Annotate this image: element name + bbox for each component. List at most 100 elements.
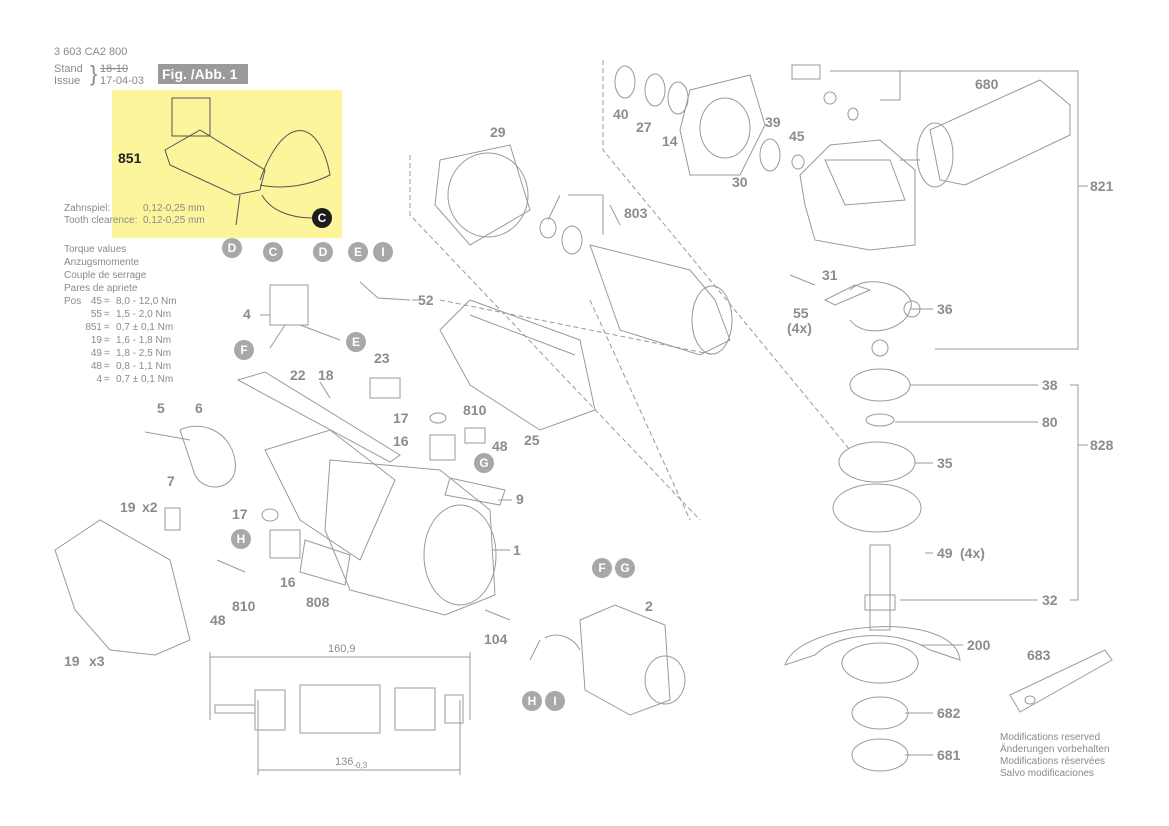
callout-828: 828 — [1090, 437, 1114, 453]
callout-681: 681 — [937, 747, 961, 763]
callout-851: 851 — [118, 150, 142, 166]
callout-30: 30 — [732, 174, 748, 190]
callout-38: 38 — [1042, 377, 1058, 393]
torque-pos: 45 — [90, 296, 102, 307]
torque-eq: = — [104, 296, 110, 307]
callout-49-qty: (4x) — [960, 545, 985, 561]
marker-g-mid: G — [474, 453, 494, 473]
callout-48-lower: 48 — [210, 612, 226, 628]
footer-line: Modifications réservées — [1000, 756, 1106, 767]
marker-g: G — [615, 558, 635, 578]
marker-i: I — [545, 691, 565, 711]
callout-19-lower: 19 — [64, 653, 80, 669]
callout-810-lower: 810 — [232, 598, 256, 614]
callout-6: 6 — [195, 400, 203, 416]
callout-16-upper: 16 — [393, 433, 409, 449]
callout-682: 682 — [937, 705, 961, 721]
torque-pos: 19 — [90, 335, 102, 346]
callout-1: 1 — [513, 542, 521, 558]
torque-pos: 49 — [90, 348, 102, 359]
tooth-clearance-de-label: Zahnspiel: — [64, 203, 111, 214]
callout-55: 55 — [793, 305, 809, 321]
marker-c-highlight: C — [312, 208, 332, 228]
torque-title: Torque values — [64, 244, 127, 255]
callout-80: 80 — [1042, 414, 1058, 430]
marker-i-top: I — [373, 242, 393, 262]
callout-16-lower: 16 — [280, 574, 296, 590]
callout-17-upper: 17 — [393, 410, 409, 426]
callout-19-lower-qty: x3 — [89, 653, 105, 669]
callout-18: 18 — [318, 367, 334, 383]
callout-19-upper-qty: x2 — [142, 499, 158, 515]
callout-22: 22 — [290, 367, 306, 383]
callout-19-upper: 19 — [120, 499, 136, 515]
dimension-inner: 136-0,3 — [335, 756, 367, 770]
callout-104: 104 — [484, 631, 508, 647]
torque-title: Anzugsmomente — [64, 257, 140, 268]
callout-31: 31 — [822, 267, 838, 283]
tooth-clearance-de-value: 0,12-0,25 mm — [143, 203, 205, 214]
callout-27: 27 — [636, 119, 652, 135]
torque-pos: 55 — [90, 309, 102, 320]
torque-value: 0,7 ± 0,1 Nm — [116, 374, 174, 385]
dimension-inner-value: 136 — [335, 756, 354, 768]
callout-2: 2 — [645, 598, 653, 614]
footer-line: Änderungen vorbehalten — [1000, 744, 1110, 755]
dimension-inner-tolerance: -0,3 — [353, 761, 368, 771]
marker-h-left: H — [231, 529, 251, 549]
torque-value: 8,0 - 12,0 Nm — [116, 296, 177, 307]
marker-d: D — [313, 242, 333, 262]
torque-eq: = — [104, 348, 110, 359]
footer-line: Salvo modificaciones — [1000, 768, 1094, 779]
callout-5: 5 — [157, 400, 165, 416]
torque-value: 0,7 ± 0,1 Nm — [116, 322, 174, 333]
torque-pos-label: Pos — [64, 296, 82, 307]
callout-200: 200 — [967, 637, 991, 653]
torque-eq: = — [104, 335, 110, 346]
callout-7: 7 — [167, 473, 175, 489]
marker-h: H — [522, 691, 542, 711]
callout-45: 45 — [789, 128, 805, 144]
callout-35: 35 — [937, 455, 953, 471]
torque-eq: = — [104, 374, 110, 385]
callout-52: 52 — [418, 292, 434, 308]
marker-e-top: E — [348, 242, 368, 262]
torque-pos: 48 — [90, 361, 102, 372]
torque-eq: = — [104, 322, 110, 333]
callout-810-upper: 810 — [463, 402, 487, 418]
brace: } — [90, 61, 98, 86]
dimension-overall: 160,9 — [328, 643, 356, 655]
callout-821: 821 — [1090, 178, 1114, 194]
callout-808: 808 — [306, 594, 330, 610]
callout-9: 9 — [516, 491, 524, 507]
issue-date: 17-04-03 — [100, 75, 145, 87]
callout-32: 32 — [1042, 592, 1058, 608]
callout-803: 803 — [624, 205, 648, 221]
callout-40: 40 — [613, 106, 629, 122]
marker-c: C — [263, 242, 283, 262]
callout-14: 14 — [662, 133, 678, 149]
marker-f-left: F — [234, 340, 254, 360]
document-number: 3 603 CA2 800 — [54, 46, 128, 58]
figure-label: Fig. /Abb. 1 — [158, 64, 248, 84]
callout-48-upper: 48 — [492, 438, 508, 454]
marker-d-highlight: D — [222, 238, 242, 258]
callout-680: 680 — [975, 76, 999, 92]
callout-17-lower: 17 — [232, 506, 248, 522]
callout-23: 23 — [374, 350, 390, 366]
torque-pos: 4 — [96, 374, 102, 385]
part-851-highlight — [112, 90, 342, 238]
callout-4: 4 — [243, 306, 251, 322]
callout-683: 683 — [1027, 647, 1051, 663]
callout-49: 49 — [937, 545, 953, 561]
torque-title: Pares de apriete — [64, 283, 138, 294]
callout-25: 25 — [524, 432, 540, 448]
torque-value: 1,5 - 2,0 Nm — [116, 309, 172, 320]
callout-55-qty: (4x) — [787, 320, 812, 336]
issue-label: Issue — [54, 75, 81, 87]
torque-value: 0,8 - 1,1 Nm — [116, 361, 172, 372]
torque-value: 1,8 - 2,5 Nm — [116, 348, 172, 359]
callout-39: 39 — [765, 114, 781, 130]
